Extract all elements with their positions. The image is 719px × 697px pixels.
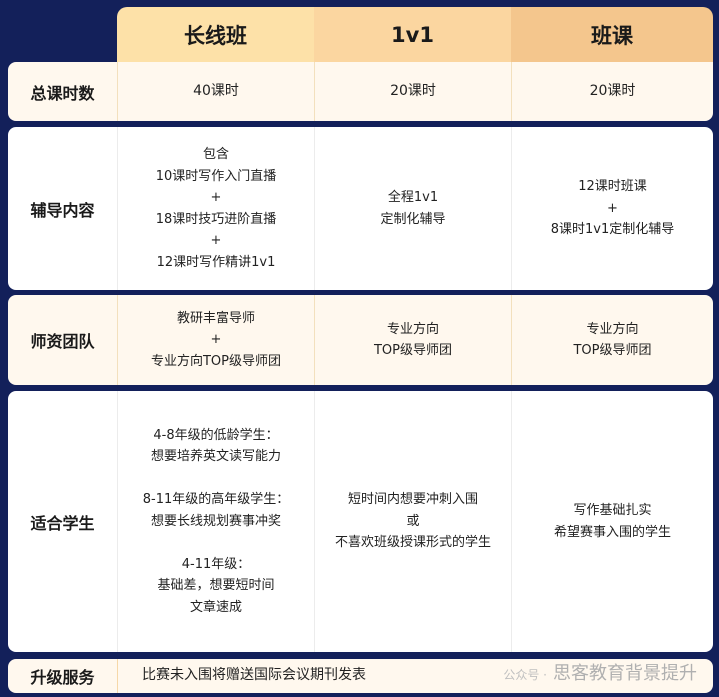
table-cell: 12课时班课 + 8课时1v1定制化辅导 — [511, 127, 713, 290]
table-cell: 20课时 — [511, 62, 713, 121]
table-row-students: 适合学生 4-8年级的低龄学生： 想要培养英文读写能力 8-11年级的高年级学生… — [8, 391, 713, 652]
watermark: 公众号 · 思客教育背景提升 — [503, 662, 697, 687]
table-cell: 教研丰富导师 + 专业方向TOP级导师团 — [117, 295, 314, 385]
watermark-name: 思客教育背景提升 — [553, 663, 697, 684]
table-cell: 20课时 — [314, 62, 511, 121]
table-cell: 全程1v1 定制化辅导 — [314, 127, 511, 290]
table-row-content: 辅导内容 包含 10课时写作入门直播 + 18课时技巧进阶直播 + 12课时写作… — [8, 127, 713, 290]
column-header-long-term: 长线班 — [117, 7, 314, 62]
table-cell: 短时间内想要冲刺入围 或 不喜欢班级授课形式的学生 — [314, 391, 511, 652]
column-header-1v1: 1v1 — [314, 7, 511, 62]
upgrade-text: 比赛未入围将赠送国际会议期刊发表 — [117, 659, 713, 693]
table-cell: 4-8年级的低龄学生： 想要培养英文读写能力 8-11年级的高年级学生： 想要长… — [117, 391, 314, 652]
table-cell: 专业方向 TOP级导师团 — [511, 295, 713, 385]
table-cell: 写作基础扎实 希望赛事入围的学生 — [511, 391, 713, 652]
row-label: 总课时数 — [30, 83, 95, 103]
table-row-upgrade: 升级服务 比赛未入围将赠送国际会议期刊发表 — [8, 659, 713, 693]
table-cell: 40课时 — [117, 62, 314, 121]
table-row-teachers: 师资团队 教研丰富导师 + 专业方向TOP级导师团 专业方向 TOP级导师团 专… — [8, 295, 713, 385]
watermark-prefix: 公众号 · — [503, 668, 547, 682]
column-header-class: 班课 — [511, 7, 713, 62]
row-label: 升级服务 — [30, 668, 95, 687]
row-label: 师资团队 — [30, 332, 95, 351]
table-row-total-hours: 总课时数 40课时 20课时 20课时 — [8, 62, 713, 121]
row-label: 辅导内容 — [30, 200, 95, 220]
table-cell: 包含 10课时写作入门直播 + 18课时技巧进阶直播 + 12课时写作精讲1v1 — [117, 127, 314, 290]
table-header: 长线班 1v1 班课 — [117, 7, 713, 62]
table-cell: 专业方向 TOP级导师团 — [314, 295, 511, 385]
row-label: 适合学生 — [30, 513, 95, 533]
